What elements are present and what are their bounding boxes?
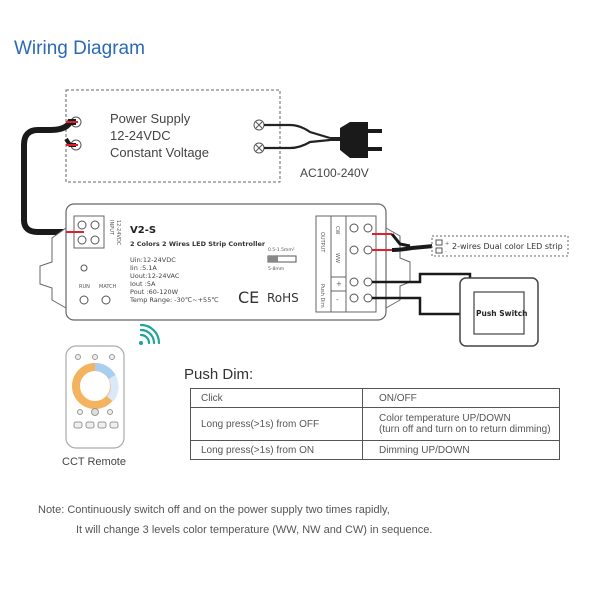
- remote-bottom-button-2: [85, 421, 95, 429]
- table-row: Long press(>1s) from OFF Color temperatu…: [190, 407, 560, 441]
- table-cell-result: Dimming UP/DOWN: [362, 440, 560, 460]
- match-label: MATCH: [99, 284, 117, 290]
- result-line-1: ON/OFF: [379, 392, 417, 404]
- wire-spec-1: 0.5-1.5mm²: [268, 247, 295, 253]
- ce-mark: CE: [238, 288, 259, 307]
- input-label: INPUT: [108, 220, 114, 236]
- run-led-icon: [80, 264, 88, 272]
- cw-label: CW: [334, 226, 340, 234]
- power-supply-line3: Constant Voltage: [110, 145, 209, 160]
- spec-5: Temp Range: -30℃~+55℃: [129, 296, 219, 304]
- push-switch-label: Push Switch: [476, 309, 528, 318]
- ac-plug-icon: [340, 122, 382, 158]
- push-dim-title: Push Dim:: [184, 366, 254, 383]
- led-strip: + - 2-wires Dual color LED strip: [431, 235, 569, 257]
- strip-plus: +: [445, 241, 449, 247]
- table-cell-action: Long press(>1s) from OFF: [190, 407, 363, 441]
- remote-bottom-button-1: [73, 421, 83, 429]
- push-plus: +: [336, 280, 342, 288]
- result-line-2: (turn off and turn on to return dimming): [379, 424, 551, 435]
- remote-zone-button-1: [75, 354, 81, 360]
- table-cell-result: ON/OFF: [362, 388, 560, 408]
- remote-right-button: [107, 409, 113, 415]
- result-line-1: Color temperature UP/DOWN: [379, 413, 511, 424]
- remote-label: CCT Remote: [62, 456, 126, 468]
- remote-zone-button-2: [92, 354, 98, 360]
- remote-bottom-button-3: [97, 421, 107, 429]
- power-supply: Power Supply 12-24VDC Constant Voltage: [65, 89, 281, 183]
- led-strip-box: [431, 235, 569, 257]
- cct-remote: [65, 345, 125, 449]
- power-supply-line2: 12-24VDC: [110, 128, 171, 143]
- controller-left-ear: [39, 227, 67, 309]
- page-title: Wiring Diagram: [14, 38, 145, 59]
- spec-1: Iin :5.1A: [130, 264, 157, 272]
- push-switch-button: [473, 291, 525, 335]
- controller-subtitle: 2 Colors 2 Wires LED Strip Controller: [130, 240, 266, 248]
- power-supply-line1: Power Supply: [110, 111, 191, 126]
- push-minus: -: [336, 296, 339, 304]
- spec-4: Pout :60-120W: [130, 288, 179, 296]
- remote-center-button: [91, 408, 99, 416]
- push-switch: Push Switch: [459, 277, 539, 347]
- led-strip-label: 2-wires Dual color LED strip: [452, 242, 563, 251]
- input-voltage-label: 12-24VDC: [115, 220, 121, 246]
- run-label: RUN: [79, 284, 90, 290]
- ww-label: WW: [334, 253, 340, 263]
- controller-body: [65, 203, 387, 321]
- spec-2: Uout:12-24VAC: [130, 272, 180, 280]
- note-line-1: Note: Continuously switch off and on the…: [38, 504, 390, 516]
- table-row: Long press(>1s) from ON Dimming UP/DOWN: [190, 440, 560, 460]
- table-row: Click ON/OFF: [190, 388, 560, 408]
- controller-model: V2-S: [130, 225, 156, 236]
- spec-3: Iout :5A: [130, 280, 156, 288]
- wireless-signal-icon: [139, 323, 161, 345]
- ac-voltage-label: AC100-240V: [300, 166, 369, 180]
- result-line-1: Dimming UP/DOWN: [379, 444, 470, 456]
- output-label: OUTPUT: [319, 232, 325, 253]
- rohs-mark: RoHS: [267, 291, 299, 305]
- table-cell-action: Long press(>1s) from ON: [190, 440, 363, 460]
- match-button[interactable]: [101, 295, 111, 305]
- run-indicator: [79, 295, 89, 305]
- push-dim-table: Click ON/OFF Long press(>1s) from OFF Co…: [190, 388, 560, 460]
- controller: INPUT 12-24VDC RUN MATCH V2-S 2 Colors 2…: [39, 203, 411, 321]
- note-line-2: It will change 3 levels color temperatur…: [76, 524, 433, 536]
- spec-0: Uin:12-24VDC: [130, 256, 176, 264]
- strip-minus: -: [445, 249, 447, 255]
- remote-zone-button-3: [109, 354, 115, 360]
- push-dim-label: Push Dim: [319, 284, 325, 308]
- remote-left-button: [77, 409, 83, 415]
- remote-bottom-button-4: [109, 421, 119, 429]
- table-cell-result: Color temperature UP/DOWN(turn off and t…: [362, 407, 560, 441]
- power-supply-box: [65, 89, 281, 183]
- table-cell-action: Click: [190, 388, 363, 408]
- wire-spec-2: 5-8mm: [268, 266, 284, 272]
